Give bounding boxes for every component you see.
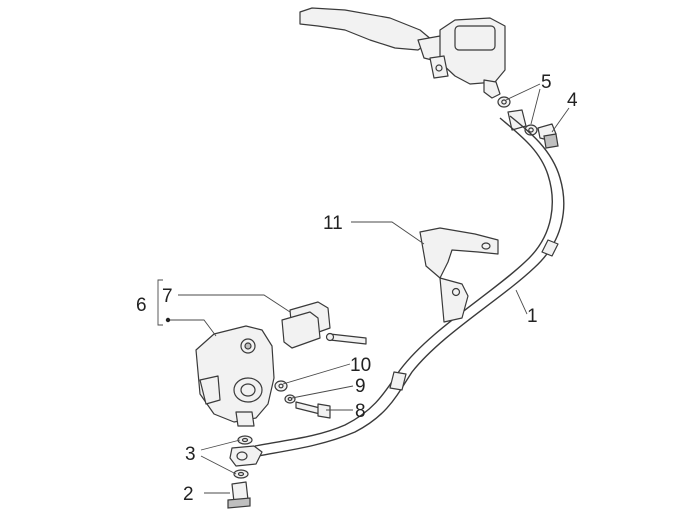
washer-9-hole bbox=[287, 396, 293, 402]
upper-washer-a-hole bbox=[501, 99, 507, 105]
lower-banjo-eye bbox=[236, 451, 248, 461]
caliper-bolt-head bbox=[317, 403, 331, 419]
lower-banjo-hardware bbox=[227, 435, 263, 509]
mirror-mount-hole bbox=[435, 64, 443, 72]
leader-11 bbox=[351, 221, 425, 245]
callout-4: 4 bbox=[567, 90, 578, 111]
leader-4 bbox=[551, 107, 570, 133]
master-cylinder-assembly bbox=[299, 7, 506, 99]
brake-hose-outer bbox=[254, 117, 553, 447]
caliper-inlet bbox=[235, 411, 255, 427]
bracket-plate bbox=[419, 227, 499, 279]
brake-lever bbox=[299, 7, 433, 51]
bracket-clamp-hole bbox=[451, 287, 461, 297]
lower-washer-a-hole bbox=[241, 437, 249, 443]
brake-pads bbox=[281, 301, 367, 349]
brake-hose-inner bbox=[257, 115, 565, 457]
reservoir-cap bbox=[454, 25, 496, 51]
hose-sleeve-upper bbox=[541, 239, 559, 257]
brake-caliper bbox=[195, 325, 275, 427]
leader-7 bbox=[178, 294, 291, 313]
cylinder-outlet bbox=[483, 79, 501, 99]
callout-1: 1 bbox=[527, 306, 538, 327]
leader-6-bracket bbox=[157, 279, 163, 326]
callout-2: 2 bbox=[183, 484, 194, 505]
leader-5a bbox=[505, 83, 541, 101]
hose-guide-bracket bbox=[419, 227, 499, 323]
leader-3b bbox=[200, 455, 237, 475]
pad-pin bbox=[329, 333, 367, 345]
caliper-mount-lug bbox=[199, 375, 221, 405]
leader-9 bbox=[291, 385, 354, 399]
callout-7: 7 bbox=[162, 286, 173, 307]
leader-1 bbox=[515, 289, 528, 315]
caliper-body bbox=[195, 325, 275, 423]
callout-labels: 1 2 3 4 5 6 7 8 9 10 11 bbox=[136, 72, 578, 505]
leader-6-dot bbox=[170, 319, 217, 337]
callout-11: 11 bbox=[323, 213, 343, 234]
lower-washer-b-hole bbox=[237, 471, 245, 477]
caliper-bolt-shank bbox=[295, 401, 321, 415]
caliper-bleeder-core bbox=[244, 342, 252, 350]
washer-10-hole bbox=[278, 383, 284, 389]
bracket-hole bbox=[481, 242, 491, 250]
brake-hose bbox=[254, 115, 565, 457]
callout-8: 8 bbox=[355, 401, 366, 422]
lower-banjo-bolt-head bbox=[227, 497, 251, 509]
leader-5b bbox=[530, 88, 541, 125]
caliper-piston bbox=[240, 383, 256, 397]
upper-banjo-hardware bbox=[497, 96, 559, 149]
pad-pin-head bbox=[325, 332, 335, 342]
leader-3a bbox=[200, 439, 241, 451]
caliper-hardware bbox=[274, 380, 331, 419]
brake-pad-front bbox=[281, 311, 321, 349]
callout-6-dot bbox=[165, 317, 171, 323]
callout-10: 10 bbox=[350, 355, 371, 376]
callout-5: 5 bbox=[541, 72, 552, 93]
callout-3: 3 bbox=[185, 444, 196, 465]
bracket-clamp bbox=[439, 277, 469, 323]
leader-lines bbox=[157, 83, 570, 494]
upper-banjo-bolt-head bbox=[543, 133, 559, 149]
upper-washer-b-hole bbox=[528, 127, 534, 133]
hose-sleeve-lower bbox=[389, 371, 407, 391]
leader-10 bbox=[282, 363, 351, 385]
callout-6: 6 bbox=[136, 295, 147, 316]
callout-9: 9 bbox=[355, 376, 366, 397]
